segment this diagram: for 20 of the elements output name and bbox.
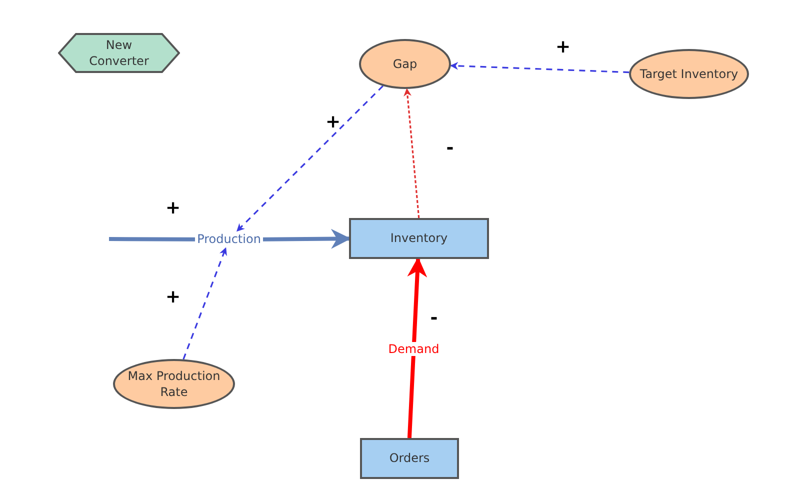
polarity-sign: - <box>430 308 438 328</box>
polarity-sign: - <box>446 138 454 158</box>
flow-arrow <box>407 257 428 438</box>
variable-ellipse: Max Production Rate <box>113 359 235 409</box>
edge-label: Demand <box>387 342 440 356</box>
polarity-sign: + <box>555 36 571 58</box>
polarity-sign: + <box>325 112 341 132</box>
link-arrow <box>450 62 630 74</box>
stock-box: Orders <box>360 438 459 479</box>
link-arrow <box>182 247 227 360</box>
polarity-sign: + <box>165 198 181 218</box>
variable-ellipse: Target Inventory <box>629 49 749 99</box>
link-arrow <box>236 85 384 232</box>
variable-ellipse: Gap <box>359 39 451 89</box>
link-arrow <box>404 88 420 218</box>
flow-label: Production <box>195 231 263 248</box>
flow-arrow <box>262 228 351 249</box>
converter-hexagon: New Converter <box>58 33 180 73</box>
stock-box: Inventory <box>349 218 489 259</box>
polarity-sign: + <box>165 286 181 308</box>
